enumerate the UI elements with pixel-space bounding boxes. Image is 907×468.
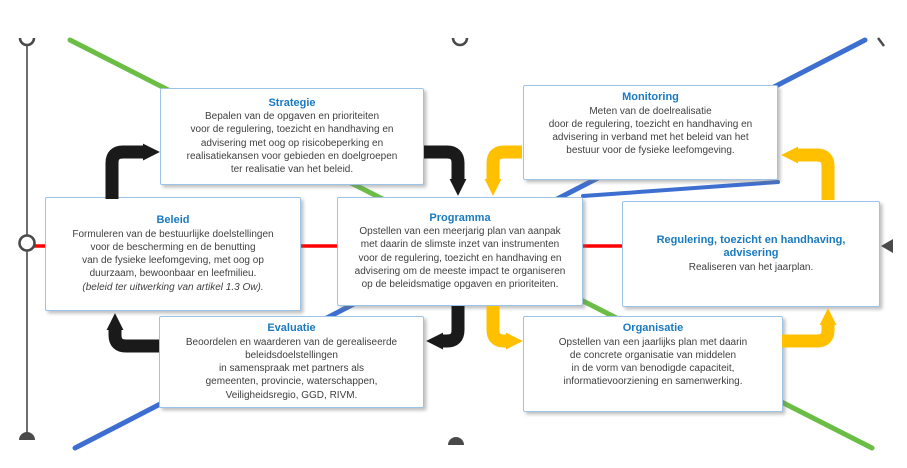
arrow-monitoring-to-programma: [484, 145, 522, 196]
box-programma: Programma Opstellen van een meerjarig pl…: [337, 197, 583, 306]
box-monitoring-title: Monitoring: [622, 91, 679, 103]
box-regulering: Regulering, toezicht en handhaving, advi…: [622, 201, 880, 307]
box-programma-title: Programma: [429, 211, 491, 224]
box-strategie: Strategie Bepalen van de opgaven en prio…: [160, 88, 424, 185]
box-beleid-note: (beleid ter uitwerking van artikel 1.3 O…: [82, 281, 264, 293]
selection-handle-bottom-left[interactable]: [19, 432, 35, 440]
selection-handle-top-left[interactable]: [18, 37, 36, 47]
arrow-beleid-to-strategie: [105, 143, 160, 199]
box-strategie-body: Bepalen van de opgaven en prioriteiten v…: [186, 111, 398, 176]
arrow-regulering-to-monitoring: [781, 146, 835, 200]
blue-corner-segment: [581, 180, 780, 198]
box-beleid-body: Formuleren van de bestuurlijke doelstell…: [72, 228, 274, 280]
selection-handle-bottom-center[interactable]: [448, 437, 464, 445]
box-programma-body: Opstellen van een meerjarig plan van aan…: [354, 226, 566, 291]
box-evaluatie: Evaluatie Beoordelen en waarderen van de…: [159, 316, 424, 408]
selection-handle-middle-left[interactable]: [18, 234, 36, 252]
box-evaluatie-title: Evaluatie: [267, 322, 316, 335]
arrow-organisatie-to-regulering: [782, 308, 837, 348]
selection-handle-top-center[interactable]: [451, 37, 469, 47]
box-regulering-body: Realiseren van het jaarplan.: [688, 261, 814, 273]
arrow-programma-to-organisatie: [486, 306, 523, 350]
box-strategie-title: Strategie: [268, 96, 316, 109]
arrow-programma-to-evaluatie: [426, 306, 465, 350]
box-monitoring: Monitoring Meten van de doelrealisatie d…: [523, 85, 778, 180]
box-evaluatie-body: Beoordelen en waarderen van de gerealise…: [185, 336, 398, 401]
arrow-strategie-to-programma: [424, 145, 467, 196]
box-organisatie-body: Opstellen van een jaarlijks plan met daa…: [558, 336, 748, 388]
box-regulering-title: Regulering, toezicht en handhaving, advi…: [656, 233, 846, 260]
selection-handle-top-right[interactable]: [877, 37, 885, 47]
arrow-evaluatie-to-beleid: [106, 313, 159, 353]
box-beleid: Beleid Formuleren van de bestuurlijke do…: [45, 197, 301, 311]
box-organisatie: Organisatie Opstellen van een jaarlijks …: [523, 316, 783, 412]
red-line-end-marker: [881, 239, 893, 253]
box-monitoring-body: Meten van de doelrealisatie door de regu…: [548, 105, 753, 157]
box-organisatie-title: Organisatie: [622, 322, 684, 334]
box-beleid-title: Beleid: [156, 214, 190, 227]
